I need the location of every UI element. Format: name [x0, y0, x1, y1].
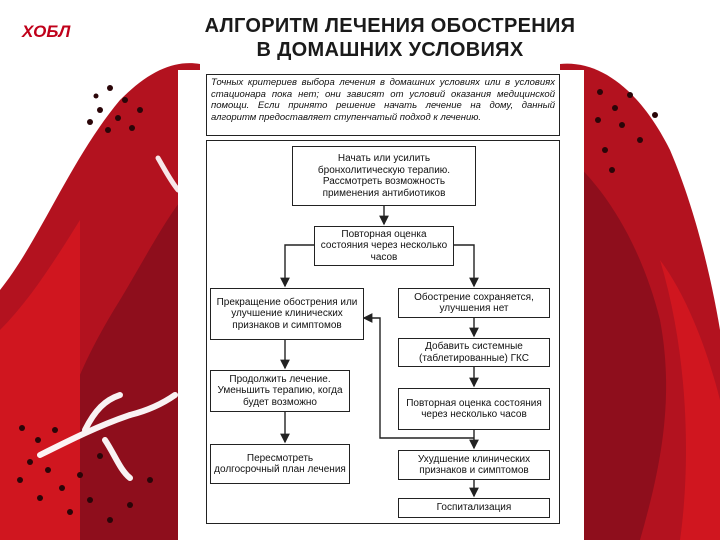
box-reassess-again: Повторная оценка состояния через несколь… [398, 388, 550, 430]
bronchi-left-upper [155, 155, 181, 193]
box-hospitalization: Госпитализация [398, 498, 550, 518]
page-title: АЛГОРИТМ ЛЕЧЕНИЯ ОБОСТРЕНИЯ В ДОМАШНИХ У… [150, 14, 630, 62]
intro-note: Точных критериев выбора лечения в домашн… [206, 74, 560, 136]
right-lung-edge [660, 260, 720, 540]
bronchi-left [37, 392, 178, 481]
lung-dots [17, 85, 658, 523]
left-lung-dark [53, 180, 200, 540]
box-exacerbation-persists: Обострение сохраняется, улучшения нет [398, 288, 550, 318]
title-line-2: В ДОМАШНИХ УСЛОВИЯХ [256, 39, 524, 61]
title-line-1: АЛГОРИТМ ЛЕЧЕНИЯ ОБОСТРЕНИЯ [204, 15, 576, 37]
box-exacerbation-resolved: Прекращение обострения или улучшение кли… [210, 288, 364, 340]
slide-tag: ХОБЛ [22, 22, 71, 41]
right-lung-dark [560, 150, 667, 540]
box-review-plan: Пересмотреть долгосрочный план лечения [210, 444, 350, 484]
left-lung-edge [0, 220, 80, 540]
box-worsening: Ухудшение клинических признаков и симпто… [398, 450, 550, 480]
box-start-therapy: Начать или усилить бронхолитическую тера… [292, 146, 476, 206]
box-continue-treatment: Продолжить лечение. Уменьшить терапию, к… [210, 370, 350, 412]
flowchart-frame [206, 140, 560, 524]
box-add-systemic-gcs: Добавить системные (таблетированные) ГКС [398, 338, 550, 367]
box-reassess: Повторная оценка состояния через несколь… [314, 226, 454, 266]
